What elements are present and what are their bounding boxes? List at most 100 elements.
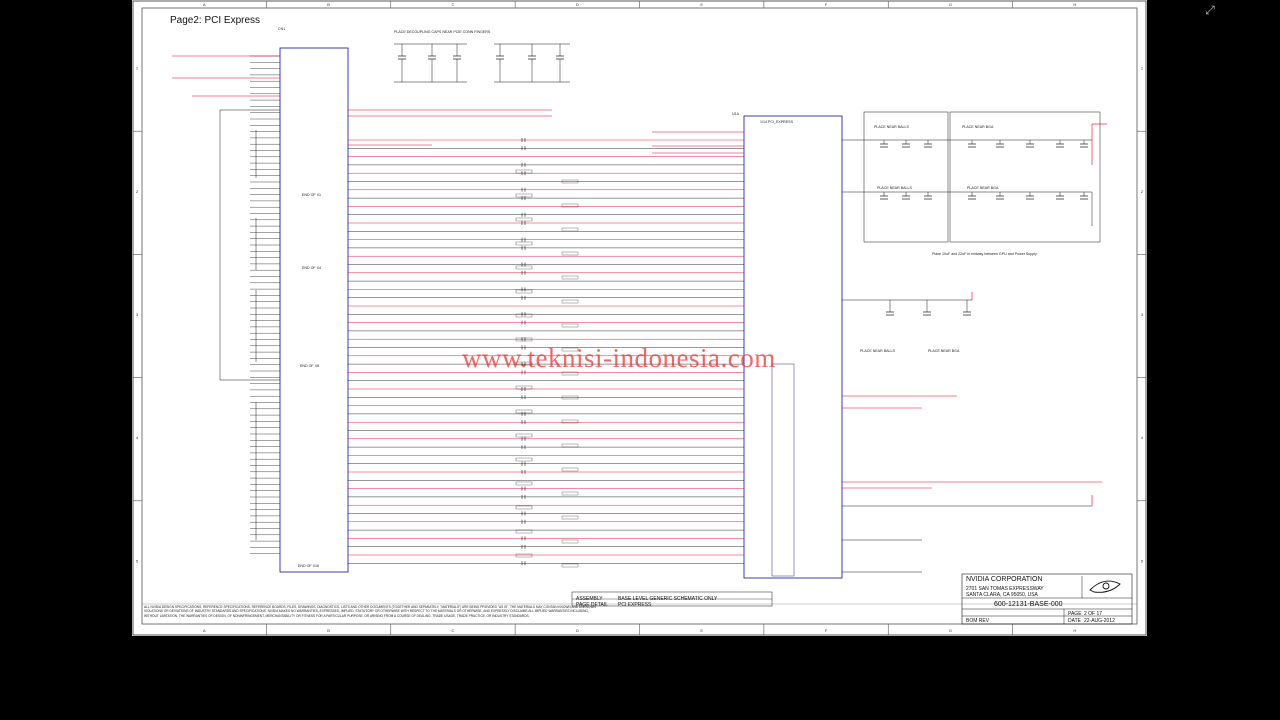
midway-note: Place 10uF and 22uF in midway between GP…	[932, 252, 1037, 256]
place-near-bga-note-3: PLACE NEAR BGA	[928, 349, 960, 353]
cap-label-box	[515, 193, 533, 198]
end-label-x8: END OF X8	[300, 364, 319, 368]
page-title: Page2: PCI Express	[170, 15, 261, 26]
cap-label-box	[561, 371, 579, 376]
nvidia-logo-eye-icon	[1102, 582, 1110, 590]
gpu-ref: U1A	[732, 112, 739, 116]
end-label-x16: END OF X16	[298, 564, 319, 568]
zone-number-left: 3	[136, 312, 139, 317]
cap-label-box	[561, 227, 579, 232]
place-near-balls-note-1: PLACE NEAR BALLS	[874, 125, 909, 129]
end-label-x4: END OF X4	[302, 266, 321, 270]
zone-letter-bottom: A	[203, 628, 206, 633]
company-address-2: SANTA CLARA, CA 95050, USA	[966, 592, 1038, 598]
decoupling-note: PLACE DECOUPLING CAPS NEAR PCIE CONN FIN…	[394, 30, 491, 34]
zone-letter-top: B	[327, 2, 330, 7]
zone-letter-bottom: F	[825, 628, 828, 633]
cap-label-box	[561, 347, 579, 352]
cap-label-box	[515, 169, 533, 174]
date-value: 22-AUG-2012	[1084, 618, 1115, 624]
cap-label-box	[515, 409, 533, 414]
cap-label-box	[561, 323, 579, 328]
cap-label-box	[561, 467, 579, 472]
connector-symbol	[279, 47, 349, 573]
cap-box-balls	[863, 111, 949, 243]
company-name: NVIDIA CORPORATION	[966, 576, 1043, 583]
place-near-balls-note-2: PLACE NEAR BALLS	[877, 186, 912, 190]
cap-box-bga	[949, 111, 1101, 243]
zone-letter-top: A	[203, 2, 206, 7]
cap-label-box	[515, 529, 533, 534]
zone-number-left: 1	[136, 66, 139, 71]
fullscreen-icon[interactable]: ⤢	[1205, 3, 1215, 17]
connector-ref: CN1	[278, 27, 286, 31]
page-detail-label: PAGE DETAIL	[576, 602, 609, 608]
zone-number-left: 5	[136, 558, 139, 563]
disclaimer-text: ALL NVIDIA DESIGN SPECIFICATIONS, REFERE…	[144, 605, 596, 618]
assembly-label: ASSEMBLY	[576, 596, 603, 602]
sheet-frame-outer	[132, 0, 1147, 636]
cap-label-box	[561, 515, 579, 520]
gpu-block-name: 1/14 PCI_EXPRESS	[760, 120, 793, 124]
cap-label-box	[515, 337, 533, 342]
zone-number-right: 2	[1141, 189, 1144, 194]
nvidia-logo-icon	[1089, 580, 1121, 593]
cap-label-box	[515, 553, 533, 558]
cap-label-box	[515, 217, 533, 222]
zone-number-right: 3	[1141, 312, 1144, 317]
cap-label-box	[561, 179, 579, 184]
zone-letter-bottom: G	[949, 628, 952, 633]
zone-letter-top: C	[451, 2, 454, 7]
zone-number-right: 4	[1141, 435, 1144, 440]
bom-rev-label: BOM REV	[966, 618, 990, 624]
cap-label-box	[515, 241, 533, 246]
watermark: www.teknisi-indonesia.com	[462, 343, 776, 373]
cap-label-box	[561, 491, 579, 496]
company-address-1: 2701 SAN TOMAS EXPRESSWAY	[966, 586, 1044, 592]
cap-label-box	[561, 299, 579, 304]
end-label-x1: END OF X1	[302, 193, 321, 197]
zone-letter-bottom: H	[1073, 628, 1076, 633]
zone-letter-top: D	[576, 2, 579, 7]
cap-label-box	[515, 457, 533, 462]
zone-letter-top: F	[825, 2, 828, 7]
place-near-bga-note-1: PLACE NEAR BGA	[962, 125, 994, 129]
cap-label-box	[515, 385, 533, 390]
date-label: DATE	[1068, 618, 1081, 624]
zone-letter-top: E	[700, 2, 703, 7]
cap-label-box	[515, 361, 533, 366]
cap-label-box	[515, 505, 533, 510]
page-label: PAGE	[1068, 611, 1082, 617]
zone-number-right: 1	[1141, 66, 1144, 71]
zone-letter-bottom: B	[327, 628, 330, 633]
gpu-nc-subblock	[771, 363, 795, 577]
document-number: 600-12131-BASE-000	[994, 601, 1063, 608]
cap-label-box	[561, 539, 579, 544]
zone-number-right: 5	[1141, 558, 1144, 563]
cap-label-box	[561, 563, 579, 568]
place-near-balls-note-3: PLACE NEAR BALLS	[860, 349, 895, 353]
cap-label-box	[561, 203, 579, 208]
page-value: 2 OF 17	[1084, 611, 1103, 617]
page-detail-value: PCI EXPRESS	[618, 602, 652, 608]
zone-letter-bottom: D	[576, 628, 579, 633]
cap-label-box	[515, 481, 533, 486]
place-near-bga-note-2: PLACE NEAR BGA	[967, 186, 999, 190]
cap-label-box	[515, 313, 533, 318]
gpu-symbol	[743, 115, 843, 579]
zone-letter-bottom: E	[700, 628, 703, 633]
cap-label-box	[515, 433, 533, 438]
cap-label-box	[561, 251, 579, 256]
zone-letter-top: G	[949, 2, 952, 7]
cap-label-box	[515, 265, 533, 270]
zone-number-left: 4	[136, 435, 139, 440]
assembly-value: BASE LEVEL GENERIC SCHEMATIC ONLY	[618, 596, 718, 602]
sheet-frame-inner	[141, 7, 1138, 625]
cap-label-box	[561, 419, 579, 424]
zone-number-left: 2	[136, 189, 139, 194]
cap-label-box	[561, 395, 579, 400]
zone-letter-top: H	[1073, 2, 1076, 7]
cap-label-box	[515, 289, 533, 294]
